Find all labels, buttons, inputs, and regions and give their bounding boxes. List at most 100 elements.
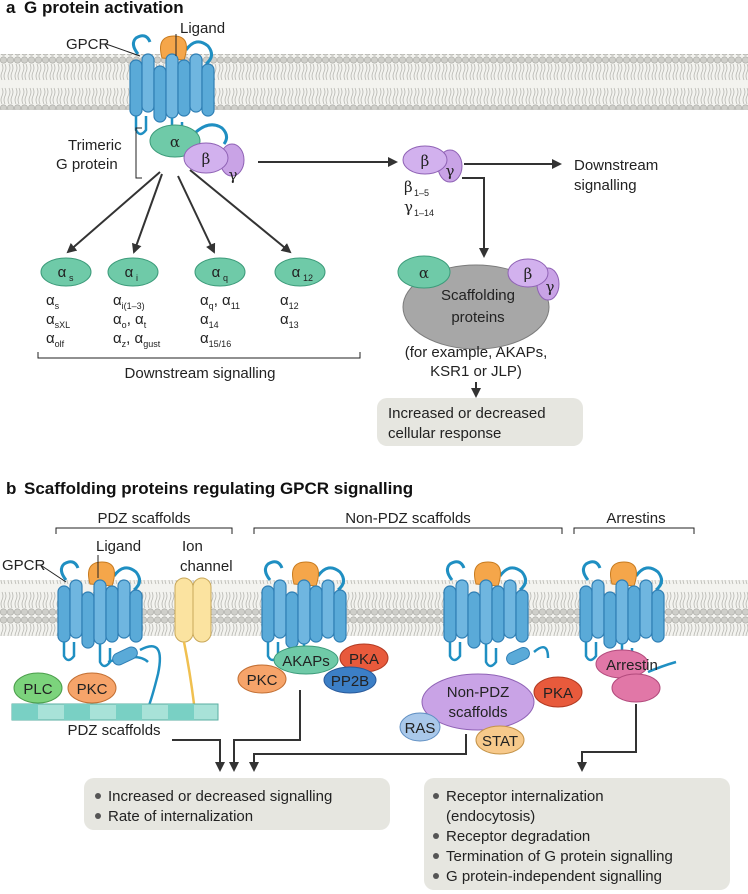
plc-label: PLC [23,681,52,698]
signalling-box [84,778,390,830]
beta-free-text: β [404,178,413,196]
alpha-on-scaffold-label: α [419,264,429,282]
downstream-bottom-label: Downstream signalling [125,365,276,382]
bullet-item: Increased or decreased signalling [108,788,332,805]
ion-label-1: Ion [182,538,203,555]
bullet-dot [433,833,439,839]
arrestin-tail [647,660,677,674]
gpcr-b3-helix8 [506,646,530,666]
arrow-to-scaffold [462,177,489,258]
beta-on-scaffold-label: β [524,265,533,283]
alpha-family-member: αo, αt [113,311,147,330]
alpha-family-oval [274,257,326,287]
pkc2-protein [237,664,287,694]
gpcr-b3-ctail [533,645,550,659]
alpha-family-member: α15/16 [200,330,231,349]
gpcr-b1-ctail [139,645,162,709]
pka-label: PKA [349,651,379,668]
alpha-family-member: αolf [46,330,65,349]
stat-protein [475,725,525,755]
downstream-right-1: Downstream [574,157,658,174]
gpcr-b-leader [41,565,67,583]
arrestin-outcome-box [424,778,730,890]
downstream-bracket [37,352,361,359]
alpha-family-oval [194,257,246,287]
gpcr-a-leader [105,43,141,57]
gprotein-linker [195,123,229,145]
ion-label-2: channel [180,558,233,575]
trimeric-bracket [135,127,142,179]
beta-free-label: β [421,152,430,170]
alpha-family-member: αz, αgust [113,330,161,349]
downstream-right-2: signalling [574,177,637,194]
gpcr-b1-helix8 [112,646,138,666]
trimeric-label-1: Trimeric [68,137,122,154]
arrow-nonpdz-to-box [249,734,467,772]
response-line-1: Increased or decreased [388,405,546,422]
panel-a-title: G protein activation [24,0,184,17]
group-nonpdz-bracket [253,527,563,534]
membrane-a [0,54,748,110]
gamma-subunit-a-label: γ [229,166,238,184]
akaps-protein [273,645,339,675]
panel-b-title: Scaffolding proteins regulating GPCR sig… [24,479,413,498]
group-arrestins-bracket [573,527,695,534]
nonpdz-scaffold [421,673,535,731]
bullet-item: (endocytosis) [446,808,535,825]
example-line-2: KSR1 or JLP) [430,363,522,380]
pka2-label: PKA [543,685,573,702]
gpcr-a-label: GPCR [66,36,110,53]
group-pdz-label: PDZ scaffolds [97,510,190,527]
bullet-item: Receptor degradation [446,828,590,845]
alpha-family-member: αq, α11 [200,292,240,311]
stat-label: STAT [482,733,518,750]
bullet-item: Termination of G protein signalling [446,848,673,865]
alpha-subunit-a [149,124,201,158]
response-box [377,398,583,446]
alpha-family-head: α [292,264,301,281]
plc-protein [13,672,63,704]
arrow-akap-to-box [229,690,301,772]
gamma-range: 1–14 [414,208,434,218]
ion-channel-left [174,577,194,643]
pp2b-label: PP2B [331,673,369,690]
bullet-dot [433,793,439,799]
pkc2-label: PKC [247,672,278,689]
beta-subunit-a-label: β [202,150,211,168]
gpcr-a [128,34,216,142]
alpha-family-head: α [212,264,221,281]
alpha-family-head: α [58,264,67,281]
scaffold-protein-a [402,264,550,350]
arrow-to-aq [177,175,216,254]
arrestin-bottom [611,673,661,703]
scaffold-label-1: Scaffolding [441,287,515,304]
panel-b-letter: b [6,479,16,498]
nonpdz-label-2: scaffolds [449,704,508,721]
scaffold-label-2: proteins [451,309,504,326]
ligand-b-label: Ligand [96,538,141,555]
group-nonpdz-label: Non-PDZ scaffolds [345,510,471,527]
example-line-1: (for example, AKAPs, [405,344,548,361]
response-line-2: cellular response [388,425,501,442]
arrestin-label: Arrestin [606,657,658,674]
beta-range: 1–5 [414,188,429,198]
arrestin-outcome-list: Receptor internalization(endocytosis)Rec… [433,788,673,885]
bullet-dot [95,793,101,799]
ras-protein [399,712,441,742]
beta-on-scaffold [507,258,549,288]
pkc-label: PKC [77,681,108,698]
pka2-protein [533,676,583,708]
arrow-arrestin-to-box [577,704,637,772]
alpha-family-oval [107,257,159,287]
alpha-family-member: α14 [200,311,219,330]
panel-a-letter: a [6,0,16,17]
trimeric-label-2: G protein [56,156,118,173]
gamma-free-text: γ [404,198,413,216]
bullet-dot [95,813,101,819]
pp2b-protein [323,666,377,694]
alpha-family-head-sub: 12 [303,273,313,283]
arrow-to-as [66,171,161,254]
